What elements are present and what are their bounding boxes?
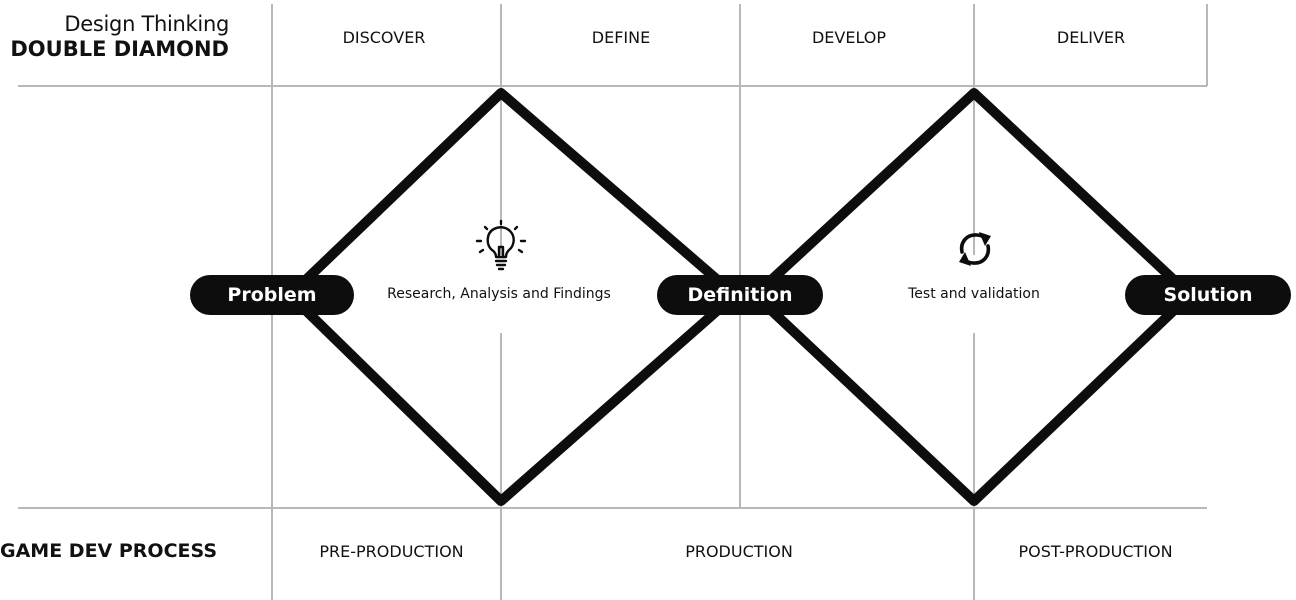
node-problem-label: Problem	[227, 284, 317, 306]
node-definition: Definition	[657, 275, 823, 315]
grid-lines	[18, 4, 1208, 600]
double-diamond-title-line2: DOUBLE DIAMOND	[10, 37, 229, 61]
caption-test-and-validation: Test and validation	[908, 286, 1040, 302]
lightbulb-icon	[474, 219, 528, 278]
node-solution-label: Solution	[1163, 284, 1253, 306]
stage-pre-production: PRE-PRODUCTION	[319, 542, 464, 561]
phase-label-discover: DISCOVER	[342, 28, 426, 47]
double-diamond-title-line1: Design Thinking	[64, 12, 229, 36]
game-dev-process-title: GAME DEV PROCESS	[0, 540, 218, 562]
stage-post-production: POST-PRODUCTION	[1018, 542, 1173, 561]
node-problem: Problem	[190, 275, 354, 315]
phase-label-develop: DEVELOP	[811, 28, 887, 47]
caption-research-analysis-findings: Research, Analysis and Findings	[387, 286, 611, 302]
stage-production: PRODUCTION	[685, 542, 793, 561]
refresh-cycle-icon	[953, 226, 997, 277]
node-solution: Solution	[1125, 275, 1291, 315]
phase-label-define: DEFINE	[591, 28, 651, 47]
node-definition-label: Definition	[687, 284, 793, 306]
phase-label-deliver: DELIVER	[1056, 28, 1126, 47]
